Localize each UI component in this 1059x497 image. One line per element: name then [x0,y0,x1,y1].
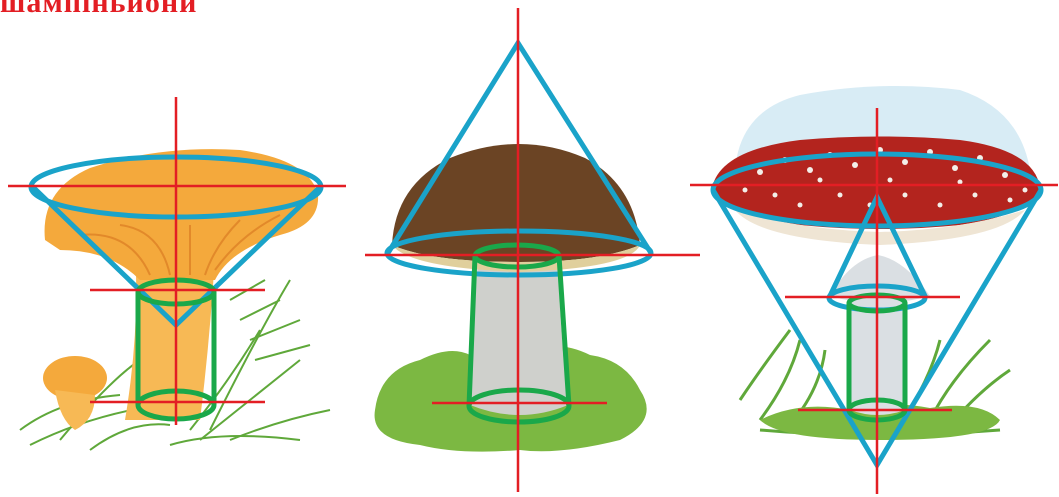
porcini-illustration [375,144,647,452]
fly-agaric-figure [690,86,1058,494]
chanterelle-figure [8,97,346,450]
small-chanterelle-stem [55,390,95,430]
porcini-figure [365,8,700,492]
